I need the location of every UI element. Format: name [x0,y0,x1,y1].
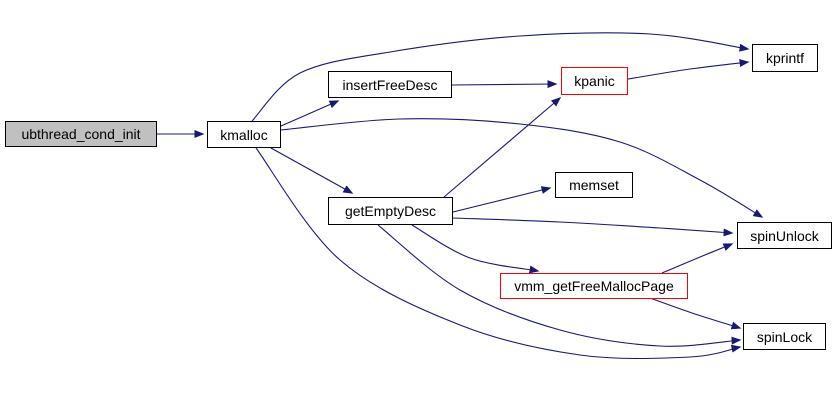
edge-vmm_getFreeMallocPage-to-spinUnlock [661,243,734,274]
node-label: getEmptyDesc [344,203,437,219]
edge-insertFreeDesc-to-kpanic [451,80,558,89]
edge-kmalloc-to-spinLock [255,147,742,360]
node-label: ubthread_cond_init [21,126,141,142]
node-label: spinUnlock [750,227,819,244]
node-label: spinLock [756,328,813,345]
edge-kmalloc-to-getEmptyDesc [270,147,354,194]
node-label: memset [569,177,619,193]
node-label: insertFreeDesc [342,76,438,93]
node-ubthread_cond_init[interactable]: ubthread_cond_init [5,121,157,147]
edge-getEmptyDesc-to-kpanic [443,97,562,198]
node-insertFreeDesc[interactable]: insertFreeDesc [328,71,452,98]
edge-getEmptyDesc-to-vmm_getFreeMallocPage [411,224,540,274]
edge-vmm_getFreeMallocPage-to-spinLock [649,297,742,330]
node-kprintf[interactable]: kprintf [752,44,818,72]
node-label: kpanic [574,73,615,89]
edge-kmalloc-to-kprintf [251,32,750,122]
edge-getEmptyDesc-to-memset [452,186,552,213]
node-spinLock[interactable]: spinLock [743,323,826,350]
node-vmm_getFreeMallocPage[interactable]: vmm_getFreeMallocPage [500,273,688,299]
node-label: kmalloc [220,126,268,143]
node-spinUnlock[interactable]: spinUnlock [737,222,832,249]
node-kpanic[interactable]: kpanic [561,67,628,95]
node-getEmptyDesc[interactable]: getEmptyDesc [328,197,453,225]
node-memset[interactable]: memset [555,172,633,198]
edge-getEmptyDesc-to-spinUnlock [452,217,734,237]
node-label: kprintf [765,50,805,66]
edge-kpanic-to-kprintf [627,59,750,80]
edge-kmalloc-to-insertFreeDesc [280,100,340,127]
edge-kmalloc-to-spinUnlock [280,118,764,218]
edge-getEmptyDesc-to-spinLock [377,224,742,347]
node-label: vmm_getFreeMallocPage [514,278,674,294]
node-kmalloc[interactable]: kmalloc [207,121,281,148]
